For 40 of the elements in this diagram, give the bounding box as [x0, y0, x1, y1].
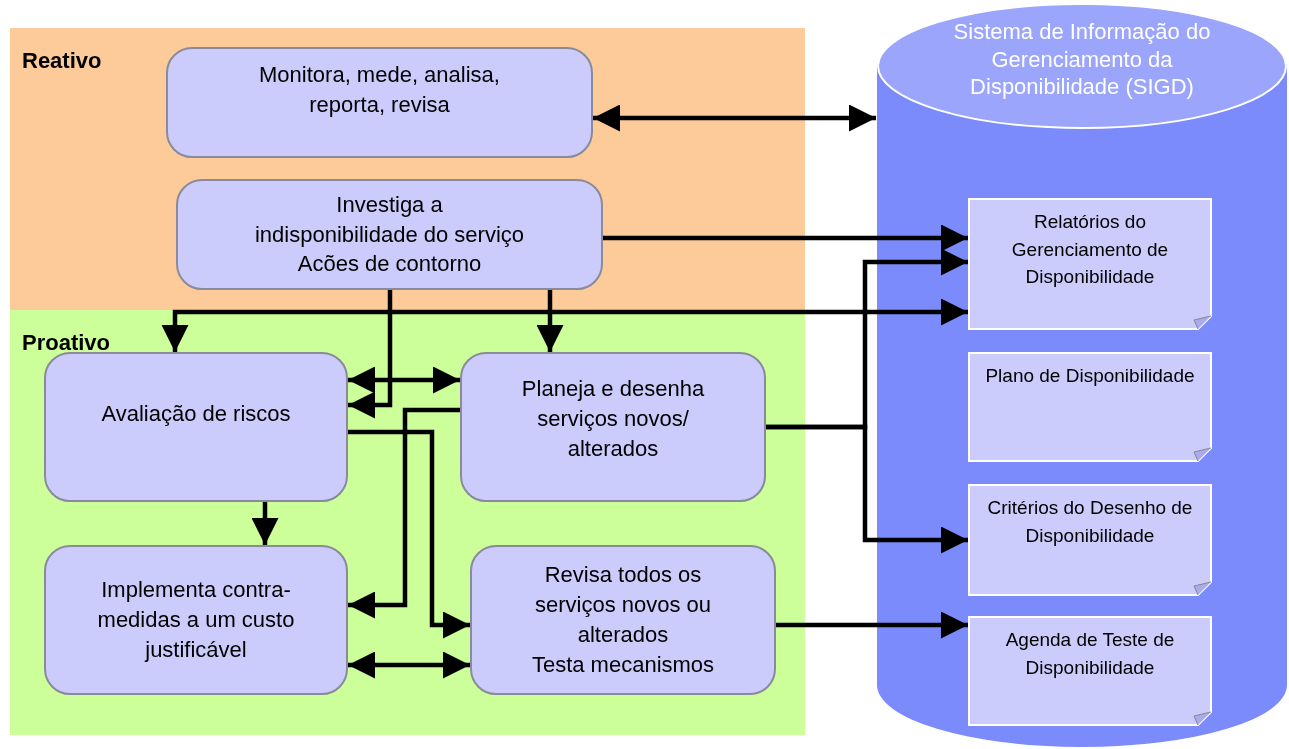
box-text: Monitora, mede, analisa, reporta, revisa — [258, 60, 501, 119]
box-text: Testa mecanismos — [531, 650, 715, 679]
zone-heading: Proativo — [22, 330, 111, 356]
box-text: Relatórios do Gerenciamento de Disponibilidade — [1010, 210, 1170, 290]
arrow — [348, 290, 393, 419]
process-box — [460, 352, 766, 502]
database-title: Sistema de Informação do Gerenciamento da Disponibilidade (SIGD) — [952, 18, 1212, 101]
box-text: Investiga a indisponibilidade do serviço — [253, 190, 526, 249]
box-text: Implementa contra-medidas a um custo justificável — [96, 576, 296, 664]
box-text: Planeja e desenha serviços novos/ alterados — [520, 375, 706, 463]
zone-heading: Reativo — [22, 48, 102, 74]
box-text: Avaliação de riscos — [101, 400, 291, 429]
box-text: Plano de Disponibilidade — [985, 364, 1195, 388]
arrow — [766, 424, 968, 554]
arrow — [348, 651, 470, 679]
arrow — [251, 502, 279, 545]
database-cylinder — [876, 2, 1288, 747]
document-shape — [968, 352, 1212, 462]
arrow — [161, 298, 968, 352]
box-text: Critérios do Desenho de Disponibilidade — [986, 496, 1194, 548]
arrow — [603, 224, 968, 252]
arrow — [536, 290, 564, 352]
box-text: Revisa todos os serviços novos ou alterados — [533, 561, 713, 649]
process-box — [44, 352, 348, 502]
box-text: Agenda de Teste de Disponibilidade — [1004, 628, 1176, 680]
process-box — [470, 545, 776, 695]
process-box — [176, 179, 603, 290]
reactive-zone — [10, 28, 805, 310]
document-shape — [968, 616, 1212, 726]
arrow — [348, 366, 460, 394]
arrow — [593, 104, 876, 132]
box-text: Acões de contorno — [297, 250, 482, 279]
arrow — [348, 429, 470, 639]
arrow — [776, 611, 968, 639]
document-shape — [968, 484, 1212, 596]
document-shape — [968, 198, 1212, 330]
process-box — [166, 47, 593, 158]
process-box — [44, 545, 348, 695]
proactive-zone — [10, 310, 805, 735]
arrow — [348, 407, 460, 619]
